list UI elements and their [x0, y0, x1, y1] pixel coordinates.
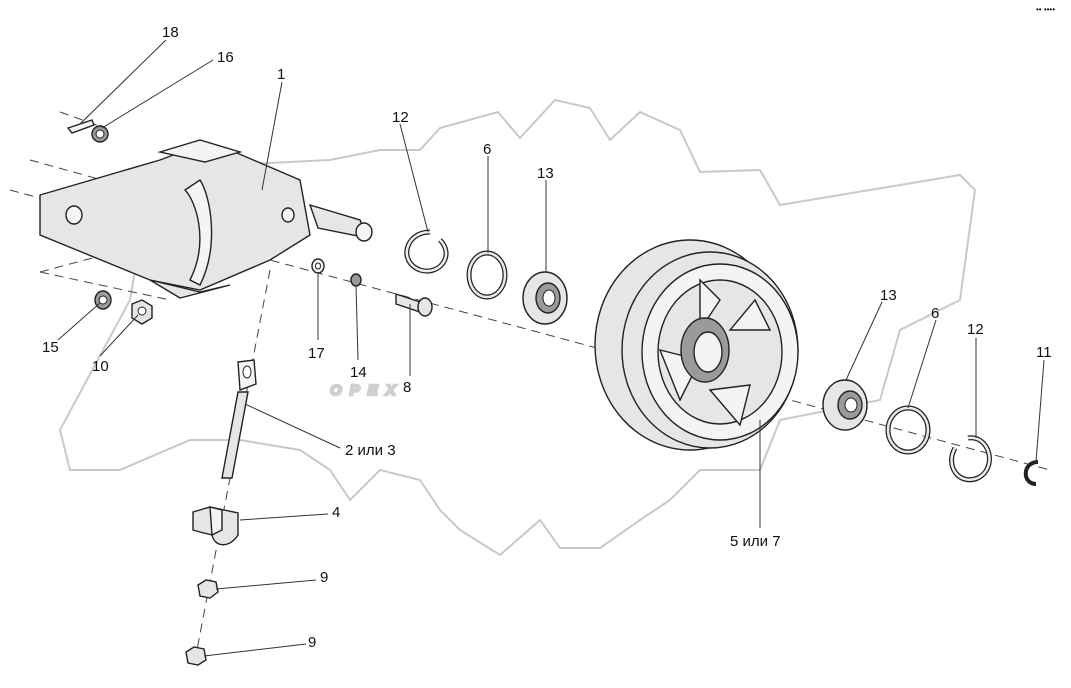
leader-18 [79, 39, 167, 125]
leader-9b [203, 643, 307, 657]
callout-13-right: 13 [880, 287, 897, 304]
pin-axis [59, 111, 106, 129]
part-1-bracket [39, 139, 373, 299]
callout-16: 16 [217, 49, 234, 66]
leader-6b [907, 319, 937, 409]
callout-9-lower: 9 [308, 634, 316, 651]
watermark-gear [58, 98, 977, 557]
callout-6-right: 6 [931, 305, 939, 322]
part-12-snap-ring-right [949, 435, 992, 483]
corner-mark: •• •••• [1036, 5, 1055, 14]
part-15-washer [94, 290, 112, 310]
part-2-or-3-eye-rod [221, 359, 257, 479]
callout-2-or-3: 2 или 3 [345, 442, 396, 459]
leader-13b [845, 301, 883, 381]
callout-17: 17 [308, 345, 325, 362]
leader-10 [99, 314, 139, 357]
callout-13-left: 13 [537, 165, 554, 182]
callout-10: 10 [92, 358, 109, 375]
leader-9a [215, 579, 317, 590]
watermark-text: OPEX [330, 382, 404, 399]
leader-1 [261, 81, 283, 191]
callout-8: 8 [403, 379, 411, 396]
callout-4: 4 [332, 504, 340, 521]
part-13-bearing-left [522, 271, 568, 325]
part-14-washer [350, 273, 362, 287]
part-9-nut-lower [185, 646, 207, 666]
callout-5-or-7: 5 или 7 [730, 533, 781, 550]
part-8-bolt [395, 293, 433, 317]
leader-11 [1035, 359, 1045, 463]
callout-11: 11 [1036, 344, 1052, 361]
callout-1: 1 [277, 66, 285, 83]
part-6-ring-left [466, 250, 508, 300]
part-6-ring-right [885, 405, 931, 455]
leader-4 [239, 513, 329, 521]
part-11-retaining-ring [1023, 460, 1039, 486]
part-16-washer [91, 125, 109, 143]
part-13-bearing-right [822, 379, 868, 431]
part-18-cotter-pin [66, 119, 95, 134]
part-4-clip [192, 506, 239, 546]
part-10-nut [131, 299, 153, 325]
callout-6-left: 6 [483, 141, 491, 158]
leader-lines [57, 39, 1045, 657]
watermark-logo: OPEX [329, 381, 404, 401]
leader-16 [101, 59, 214, 129]
leader-12a [399, 123, 429, 233]
part-5-or-7-pulley [594, 239, 799, 451]
part-17-washer [311, 258, 325, 274]
leader-14 [355, 284, 359, 361]
callout-15: 15 [42, 339, 59, 356]
callout-18: 18 [162, 24, 179, 41]
part-9-nut-upper [197, 579, 219, 599]
callout-labels: 18 16 1 12 6 13 15 10 17 14 8 2 или 3 13… [42, 5, 1055, 651]
callout-12-left: 12 [392, 109, 409, 126]
part-12-snap-ring-left [404, 229, 449, 274]
left-axis-b [39, 271, 171, 301]
leader-2or3 [244, 403, 341, 449]
callout-12-right: 12 [967, 321, 984, 338]
leader-15 [57, 302, 101, 341]
callout-14: 14 [350, 364, 367, 381]
callout-9-upper: 9 [320, 569, 328, 586]
